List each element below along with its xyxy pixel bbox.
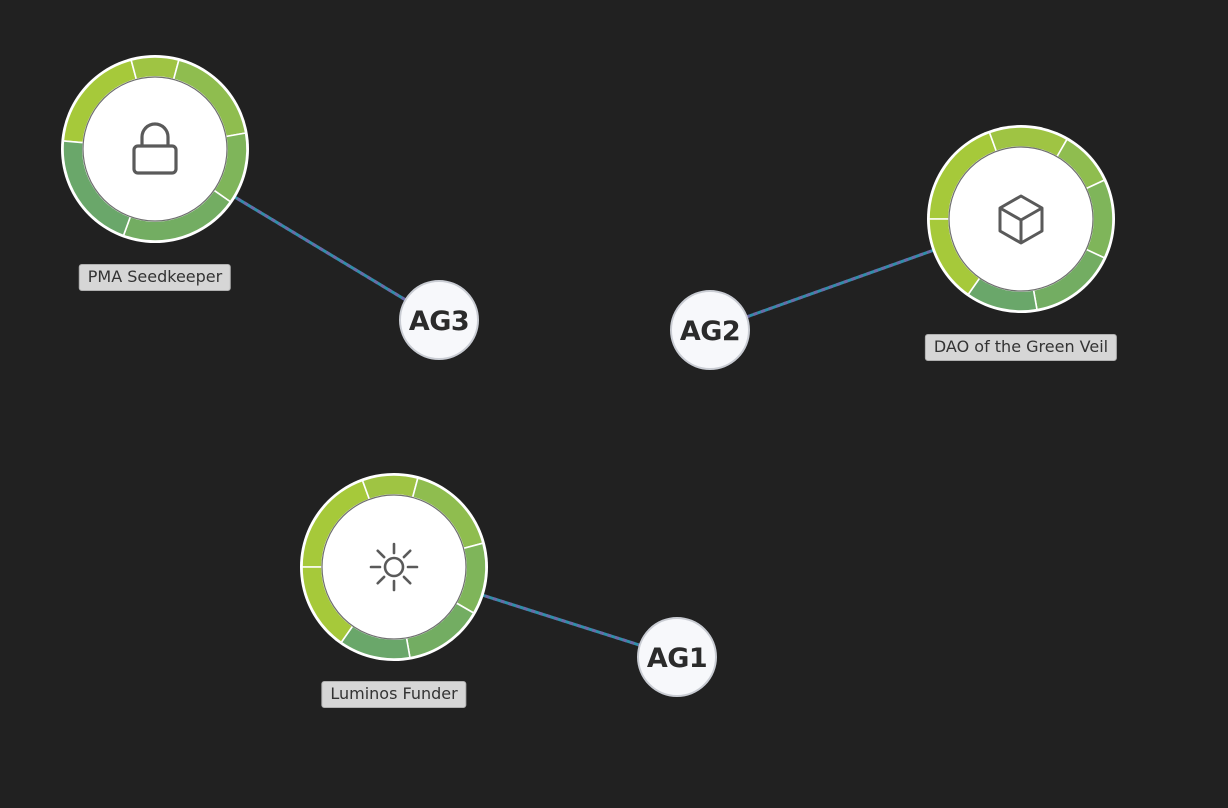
- hub-label: AG2: [680, 316, 740, 347]
- hub-label: AG3: [409, 306, 469, 337]
- ring-segment: [130, 56, 180, 81]
- status-ring: [62, 56, 248, 242]
- node-label-pma-seedkeeper[interactable]: PMA Seedkeeper: [78, 264, 232, 291]
- hub-ag1[interactable]: AG1: [637, 617, 717, 697]
- hub-label: AG1: [647, 643, 707, 674]
- sun-icon: [369, 542, 419, 592]
- node-dao[interactable]: [927, 125, 1115, 313]
- cube-icon: [998, 194, 1044, 245]
- node-pma[interactable]: [61, 55, 249, 243]
- hub-ag3[interactable]: AG3: [399, 280, 479, 360]
- lock-icon: [132, 122, 178, 175]
- node-label-dao-of-the-green-veil[interactable]: DAO of the Green Veil: [924, 334, 1118, 361]
- hub-ag2[interactable]: AG2: [670, 290, 750, 370]
- node-luminos[interactable]: [300, 473, 488, 661]
- node-label-luminos-funder[interactable]: Luminos Funder: [321, 681, 467, 708]
